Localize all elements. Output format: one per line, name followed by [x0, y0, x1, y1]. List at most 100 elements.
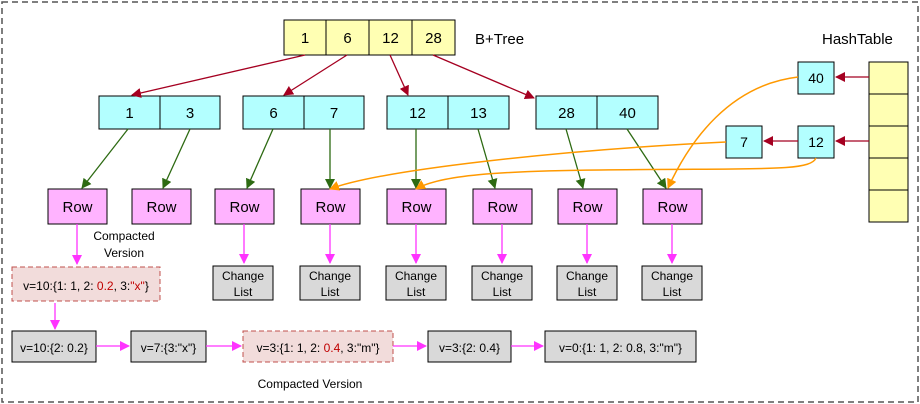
change-list-box [212, 265, 274, 301]
btree-inner-node: 12 13 [386, 95, 510, 130]
inner-key: 40 [619, 105, 636, 122]
green-arrow [626, 128, 667, 189]
row-label: Row [401, 199, 431, 216]
green-arrow [246, 128, 274, 189]
root-key: 12 [382, 30, 399, 47]
btree-inner-node: 6 7 [242, 95, 365, 130]
version-box [242, 330, 394, 363]
change-list-label: List [578, 285, 597, 299]
change-list: Change List [556, 265, 618, 301]
version-text: v=7:{3:"x"} [141, 341, 197, 355]
change-list-label: Change [309, 269, 351, 283]
version-text-part: , 3: [114, 279, 131, 293]
red-arrow [131, 54, 306, 98]
root-key: 6 [343, 30, 351, 47]
change-list-label: List [234, 285, 253, 299]
row-node: Row [386, 188, 447, 225]
compacted-version-box [11, 266, 161, 302]
compacted-caption-top: Compacted [93, 229, 154, 243]
version-node: v=3:{2: 0.4} [427, 330, 512, 363]
row-to-list-arrows [50, 224, 677, 330]
version-text-part: } [145, 279, 149, 293]
hash-entry-12: 12 [797, 125, 835, 159]
change-list-label: Change [395, 269, 437, 283]
inner-key: 13 [470, 105, 487, 122]
inner-key: 6 [269, 105, 277, 122]
root-key-cell [325, 19, 370, 56]
row-box [214, 188, 275, 225]
version-text-part: v=10:{1: 1, 2: [23, 279, 97, 293]
row-label: Row [315, 199, 345, 216]
hashtable-bucket [868, 125, 909, 159]
hash-arrows [763, 72, 869, 146]
hash-entry-box [725, 125, 763, 159]
red-arrow [283, 54, 348, 96]
version-text-part: v=0:{1: 1, 2: 0.8, 3:"m"} [559, 341, 682, 355]
change-list: Change List [299, 265, 361, 301]
change-list-box [641, 265, 703, 301]
inner-key-cell [159, 95, 221, 130]
change-list-label: Change [222, 269, 264, 283]
inner-key-cell [535, 95, 598, 130]
version-text-part: v=3:{1: 1, 2: [257, 341, 324, 355]
hash-entry-key: 12 [808, 134, 824, 150]
hash-entry-40: 40 [797, 61, 835, 95]
change-list-label: List [493, 285, 512, 299]
version-text: v=10:{2: 0.2} [20, 341, 88, 355]
hashtable-bucket [868, 93, 909, 127]
btree-title: B+Tree [475, 31, 524, 48]
inner-key-cell [447, 95, 510, 130]
change-list-label: List [663, 285, 682, 299]
row-box [47, 188, 108, 225]
red-arrow [432, 54, 535, 100]
version-node: v=7:{3:"x"} [130, 330, 207, 363]
change-lists: Change List Change List Change List Chan… [212, 265, 703, 301]
row-box [557, 188, 618, 225]
version-text-part-highlight: 0.4 [324, 341, 341, 355]
version-text-part: v=3:{2: 0.4} [439, 341, 500, 355]
btree-root-node: 1 6 12 28 [283, 19, 456, 56]
row-node: Row [557, 188, 618, 225]
inner-to-row-arrows [81, 128, 667, 189]
inner-key: 28 [558, 105, 575, 122]
inner-key: 1 [125, 105, 133, 122]
version-text-part: v=10:{2: 0.2} [20, 341, 88, 355]
version-chain: v=10:{2: 0.2} v=7:{3:"x"} v=3:{1: 1, 2: … [11, 330, 697, 363]
inner-key-cell [596, 95, 659, 130]
hash-entry-key: 40 [808, 70, 824, 86]
row-node: Row [131, 188, 192, 225]
orange-arrow [415, 157, 817, 190]
btree-inner-node: 1 3 [98, 95, 221, 130]
change-list-box [556, 265, 618, 301]
compacted-caption-bottom: Compacted Version [258, 377, 363, 391]
hash-entry-box [797, 125, 835, 159]
change-list: Change List [641, 265, 703, 301]
orange-arrow [667, 76, 799, 189]
version-text-part-highlight: 0.2 [97, 279, 114, 293]
inner-key-cell [386, 95, 449, 130]
orange-arrow [329, 141, 727, 191]
version-text-part: , 3:"m"} [340, 341, 379, 355]
version-box [427, 330, 512, 363]
row-box [642, 188, 703, 225]
row-node: Row [300, 188, 361, 225]
row-box [386, 188, 447, 225]
inner-key-cell [303, 95, 365, 130]
green-arrow [81, 128, 129, 189]
row-node: Row [47, 188, 108, 225]
change-list-label: Change [481, 269, 523, 283]
version-text: v=3:{1: 1, 2: 0.4, 3:"m"} [257, 341, 380, 355]
version-box [11, 330, 97, 363]
row-node: Row [472, 188, 533, 225]
row-label: Row [572, 199, 602, 216]
row-label: Row [62, 199, 92, 216]
compacted-version-text: v=10:{1: 1, 2: 0.2, 3:"x"} [23, 279, 149, 293]
rows: Row Row Row Row Row Row Row Row [47, 188, 703, 225]
row-box [300, 188, 361, 225]
change-list-label: List [321, 285, 340, 299]
hash-entry-box [797, 61, 835, 95]
compacted-caption-top: Version [104, 246, 144, 260]
hashtable-buckets [868, 61, 909, 223]
green-arrow [565, 128, 586, 189]
version-node: v=10:{2: 0.2} [11, 330, 97, 363]
